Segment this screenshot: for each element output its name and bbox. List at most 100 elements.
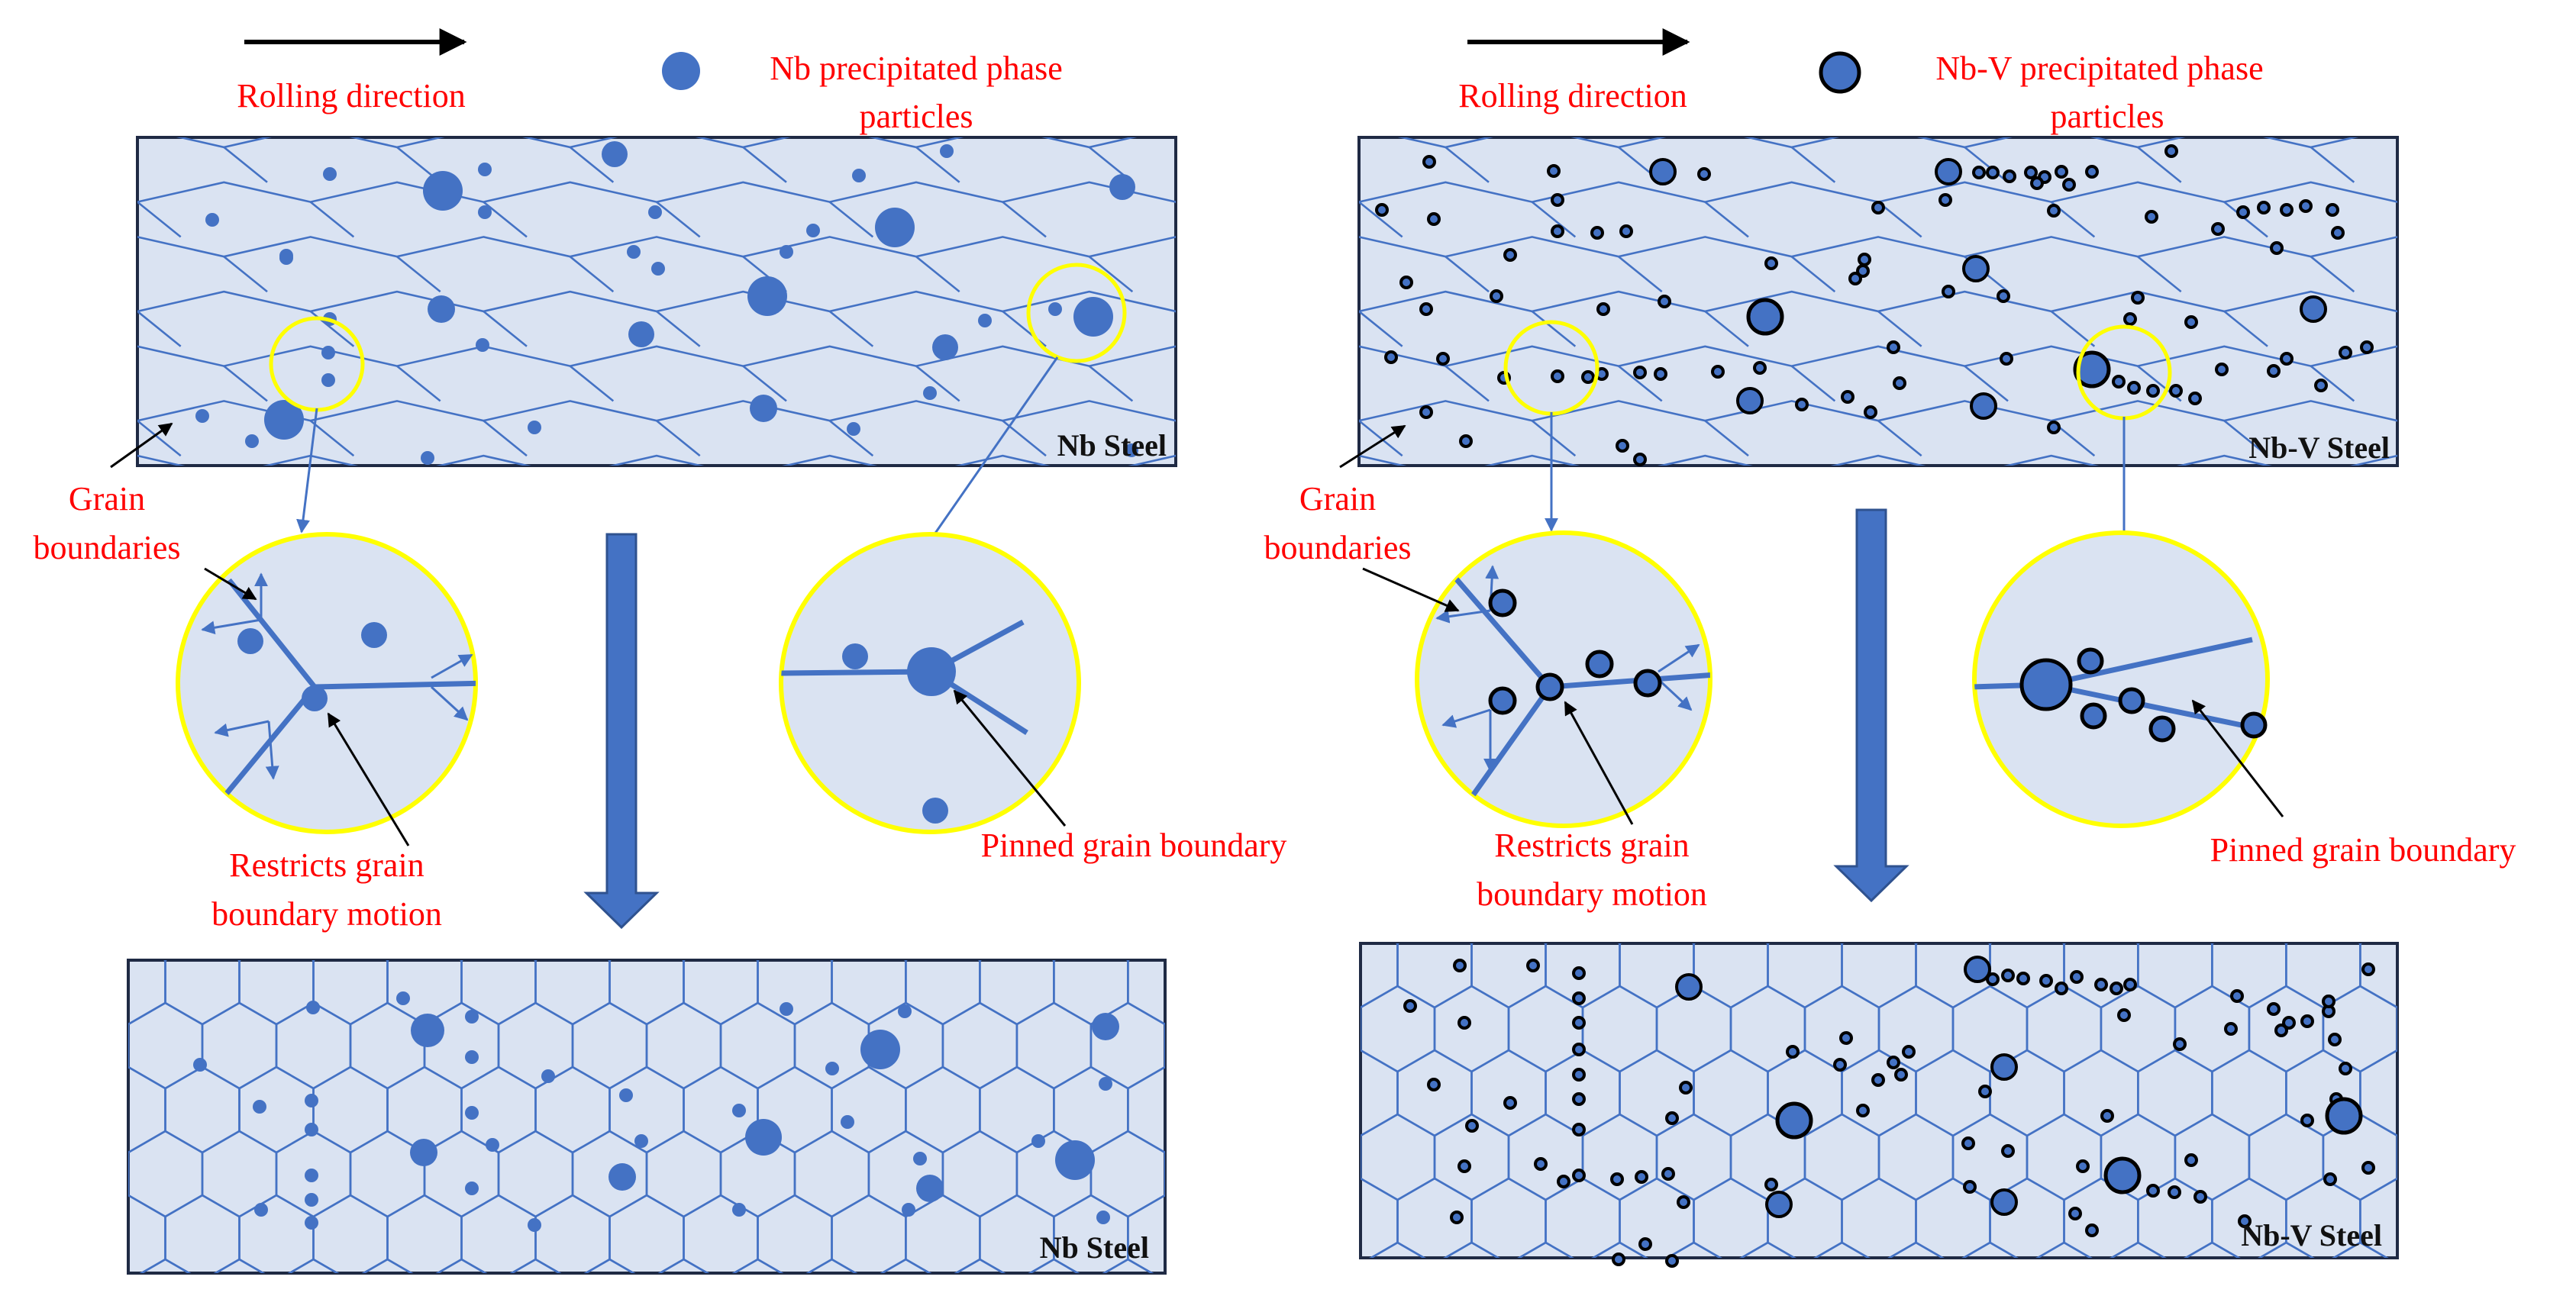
grain-boundary — [569, 256, 615, 293]
grain-boundary — [483, 310, 528, 347]
precipitate-particle — [1764, 1178, 1778, 1191]
precipitate-particle — [2339, 1062, 2352, 1075]
precipitate-particle — [608, 1163, 636, 1191]
precipitate-particle — [780, 1002, 793, 1016]
precipitate-particle — [264, 400, 304, 440]
grain-boundary — [1877, 310, 1922, 347]
precipitate-particle — [1526, 959, 1540, 972]
precipitate-particle — [195, 409, 209, 423]
precipitate-particle — [1422, 155, 1436, 169]
legend-label-line1: Nb precipitated phase — [770, 50, 1063, 87]
grain-boundary — [2035, 1241, 2093, 1258]
grain-boundary — [1051, 960, 1057, 962]
precipitate-particle — [2055, 982, 2068, 995]
precipitate-particle — [1547, 164, 1561, 178]
process-down-arrow — [1833, 508, 1909, 903]
precipitate-particle — [2300, 1014, 2314, 1028]
grain-boundary — [1175, 421, 1176, 422]
grain-boundary — [1202, 1067, 1276, 1153]
precipitate-particle — [732, 1203, 746, 1217]
precipitate-particle — [465, 1050, 479, 1064]
precipitate-particle — [898, 1004, 912, 1018]
precipitate-particle — [305, 1123, 318, 1136]
precipitate-particle — [1970, 392, 1997, 420]
grain-boundary — [128, 1023, 130, 1069]
precipitate-particle — [305, 1216, 318, 1230]
precipitate-particle — [1935, 158, 1962, 185]
grain-boundary — [2434, 1050, 2508, 1136]
precipitate-particle — [2361, 1161, 2375, 1175]
precipitate-particle — [423, 171, 463, 211]
precipitate-particle — [1746, 298, 1784, 336]
precipitate-particle — [1572, 1092, 1586, 1106]
precipitate-particle — [2173, 1037, 2187, 1051]
precipitate-particle — [1654, 367, 1667, 381]
precipitate-particle — [465, 1106, 479, 1120]
precipitate-particle — [1465, 1119, 1479, 1133]
precipitate-particle — [1572, 1169, 1586, 1182]
precipitate-particle — [1649, 158, 1677, 185]
grain-boundary — [1239, 1259, 1313, 1296]
precipitate-particle — [940, 144, 954, 158]
grain-boundary — [1765, 943, 1771, 945]
precipitate-particle — [634, 1134, 648, 1148]
precipitate-particle — [2047, 421, 2061, 434]
precipitate-particle — [2188, 392, 2202, 405]
precipitate-particle — [2085, 165, 2099, 179]
precipitate-particle — [2331, 226, 2345, 240]
grain-boundary — [435, 1258, 488, 1273]
grain-boundary — [1273, 147, 1316, 182]
precipitate-particle — [1871, 1073, 1885, 1087]
precipitate-particle — [410, 1139, 437, 1166]
grain-boundary — [2571, 311, 2576, 347]
zoom-circle-pinned-nbv — [1972, 530, 2270, 828]
precipitate-particle — [2360, 340, 2374, 354]
pinned-label: Pinned grain boundary — [2210, 831, 2516, 869]
precipitate-particle — [1436, 352, 1450, 366]
grain-boundary — [54, 875, 128, 960]
precipitate-particle — [1419, 405, 1433, 419]
precipitate-particle — [1572, 1016, 1586, 1030]
precipitate-particle — [1453, 959, 1467, 972]
precipitate-particle — [1557, 1175, 1570, 1188]
precipitate-particle — [2328, 1033, 2342, 1046]
precipitate-particle — [2055, 165, 2068, 179]
grain-boundary — [2397, 1243, 2471, 1296]
grain-boundary — [2137, 256, 2182, 293]
precipitate-particle — [1986, 166, 2000, 179]
grain-boundary — [657, 1258, 710, 1273]
grain-boundary — [287, 1258, 340, 1273]
precipitate-particle — [1795, 398, 1809, 411]
precipitate-particle — [2280, 352, 2294, 366]
precipitate-particle — [1031, 1134, 1045, 1148]
precipitate-particle — [1610, 1172, 1624, 1186]
precipitate-particle — [1633, 366, 1647, 379]
legend-label-line2: particles — [2050, 98, 2164, 135]
precipitate-particle — [2236, 205, 2250, 219]
precipitate-particle — [1399, 276, 1413, 289]
precipitate-particle — [2299, 199, 2313, 213]
precipitate-particle — [2016, 972, 2030, 985]
zoom-connector — [922, 356, 1059, 551]
precipitate-particle — [780, 245, 793, 259]
precipitate-particle — [2001, 1144, 2015, 1158]
grain-boundary — [1445, 256, 1490, 293]
grain-boundary — [1359, 290, 2397, 313]
precipitate-particle — [305, 1193, 318, 1207]
precipitate-particle — [1375, 203, 1389, 217]
grain-boundary — [2050, 310, 2096, 347]
precipitate-particle — [2267, 1002, 2281, 1016]
precipitate-particle — [2001, 969, 2015, 982]
legend-particle-icon — [662, 52, 700, 90]
precipitate-particle — [2112, 375, 2126, 388]
precipitate-particle — [2325, 1097, 2363, 1135]
precipitate-particle — [2123, 978, 2137, 991]
precipitate-particle — [2361, 962, 2375, 976]
precipitate-particle — [1073, 297, 1113, 337]
precipitate-particle — [1635, 1170, 1648, 1184]
highlight-circle — [1026, 263, 1127, 363]
precipitate-particle — [1616, 439, 1629, 453]
precipitate-particle — [411, 1014, 444, 1047]
grain-boundary — [1361, 1134, 1362, 1180]
precipitate-particle — [2070, 970, 2084, 984]
